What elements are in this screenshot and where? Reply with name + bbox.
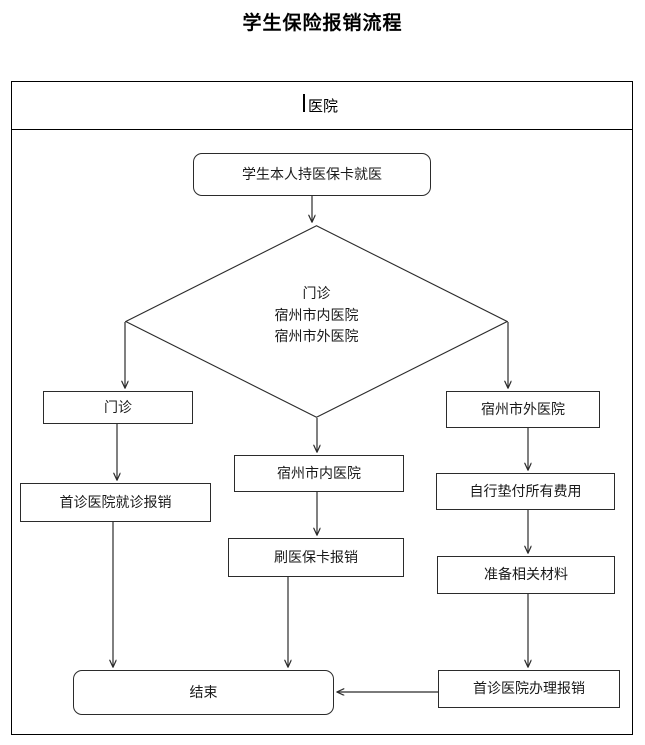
diamond-shape-icon	[125, 225, 508, 418]
node-in-city-hospital-label: 宿州市内医院	[277, 464, 361, 481]
node-prepare-materials-label: 准备相关材料	[484, 566, 568, 583]
hospital-lane-frame: 医院	[11, 81, 633, 735]
node-decision-text: 门诊 宿州市内医院 宿州市外医院	[125, 283, 508, 348]
lane-header-label: 医院	[302, 94, 338, 116]
node-first-visit-reimburse-label: 首诊医院就诊报销	[59, 493, 172, 510]
node-start-label: 学生本人持医保卡就医	[242, 165, 382, 182]
node-first-visit-reimburse[interactable]: 首诊医院就诊报销	[20, 483, 211, 522]
text-cursor-icon	[302, 94, 305, 112]
lane-header: 医院	[12, 82, 632, 130]
node-decision-line-3: 宿州市外医院	[274, 328, 359, 345]
node-first-visit-handle[interactable]: 首诊医院办理报销	[438, 670, 620, 708]
node-prepare-materials[interactable]: 准备相关材料	[437, 556, 615, 594]
node-outpatient-label: 门诊	[104, 398, 132, 415]
node-in-city-hospital[interactable]: 宿州市内医院	[234, 455, 404, 492]
node-decision-line-2: 宿州市内医院	[274, 306, 359, 323]
node-start[interactable]: 学生本人持医保卡就医	[193, 153, 431, 196]
node-decision[interactable]: 门诊 宿州市内医院 宿州市外医院	[125, 225, 508, 418]
node-first-visit-handle-label: 首诊医院办理报销	[473, 680, 585, 697]
node-end[interactable]: 结束	[73, 670, 334, 715]
node-swipe-card-reimburse-label: 刷医保卡报销	[274, 548, 358, 565]
node-outpatient[interactable]: 门诊	[43, 391, 193, 424]
node-decision-line-1: 门诊	[302, 285, 331, 301]
node-out-city-hospital-label: 宿州市外医院	[481, 400, 565, 417]
node-out-city-hospital[interactable]: 宿州市外医院	[446, 391, 600, 428]
node-swipe-card-reimburse[interactable]: 刷医保卡报销	[228, 538, 404, 577]
node-end-label: 结束	[189, 683, 218, 700]
node-self-pay-all[interactable]: 自行垫付所有费用	[436, 473, 615, 510]
page-title: 学生保险报销流程	[242, 13, 403, 34]
node-self-pay-all-label: 自行垫付所有费用	[469, 482, 582, 499]
